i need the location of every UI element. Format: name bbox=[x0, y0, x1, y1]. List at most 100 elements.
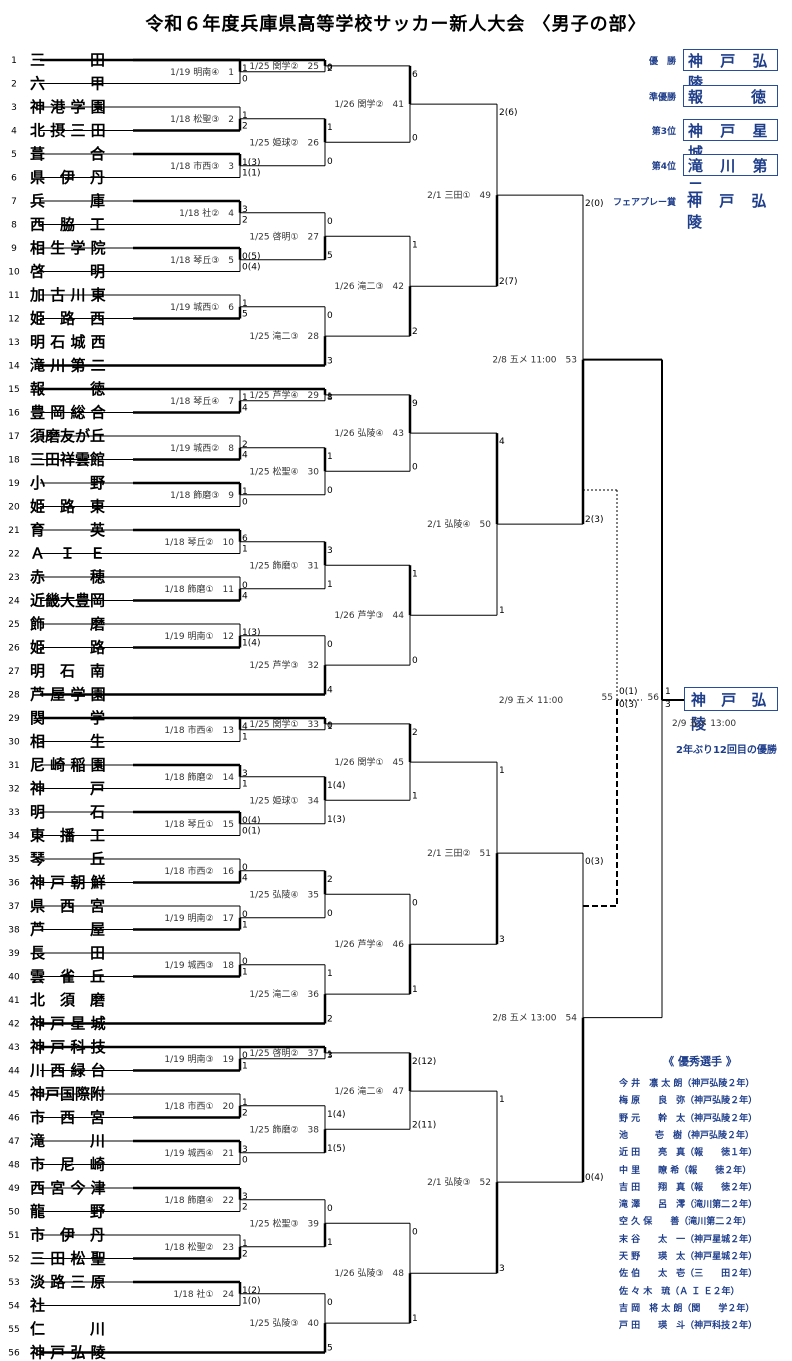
match-score-bottom: 0(4) bbox=[585, 1173, 603, 1183]
match-score-bottom: 1 bbox=[327, 1238, 333, 1248]
team-seed-number: 35 bbox=[8, 855, 19, 865]
match-score-top: 0 bbox=[327, 311, 333, 321]
team-seed-number: 52 bbox=[8, 1255, 19, 1265]
team-seed-number: 9 bbox=[11, 244, 17, 254]
best-player: 空 久 保 善（滝川第二２年） bbox=[619, 1217, 752, 1228]
match-score-top: 1 bbox=[412, 569, 418, 579]
match-info: 1/25 姫球② 26 bbox=[249, 136, 319, 148]
match-score-top: 0 bbox=[242, 1051, 248, 1061]
team-seed-number: 43 bbox=[8, 1043, 19, 1053]
match-info: 1/25 啓明② 37 bbox=[249, 1047, 319, 1059]
match-score-bottom: 1 bbox=[327, 392, 333, 402]
team-seed-number: 47 bbox=[8, 1137, 19, 1147]
best-player: 吉 田 翔 真（報 徳２年） bbox=[619, 1182, 758, 1193]
match-score-bottom: 4 bbox=[242, 451, 248, 461]
award-value-fourth: 滝 川 第 二 bbox=[683, 154, 778, 197]
match-score-top: 1(4) bbox=[327, 1110, 345, 1120]
final-score-top: 1 bbox=[665, 687, 671, 697]
match-score-top: 0 bbox=[242, 581, 248, 591]
champion-box: 神 戸 弘 陵 bbox=[684, 687, 778, 733]
team-seed-number: 33 bbox=[8, 808, 19, 818]
award-value-runnerup: 報 徳 bbox=[683, 85, 778, 107]
match-score-top: 2(0) bbox=[585, 199, 603, 209]
team-seed-number: 12 bbox=[8, 315, 19, 325]
match-score-bottom: 2 bbox=[242, 1250, 248, 1260]
match-score-top: 0(4) bbox=[242, 816, 260, 826]
team-seed-number: 15 bbox=[8, 385, 19, 395]
award-label-winner: 優 勝 bbox=[648, 57, 676, 67]
match-info: 2/1 弘陵③ 52 bbox=[427, 1177, 491, 1188]
team-seed-number: 39 bbox=[8, 949, 20, 959]
match-info: 1/18 松聖② 23 bbox=[164, 1241, 234, 1253]
match-score-bottom: 1(0) bbox=[242, 1297, 260, 1307]
match-score-bottom: 2 bbox=[242, 216, 248, 226]
team-name: 明 石 城 西 bbox=[30, 333, 106, 351]
best-player: 吉 岡 将 太 朗（関 学２年） bbox=[619, 1303, 755, 1314]
match-score-bottom: 1 bbox=[327, 580, 333, 590]
match-score-top: 3 bbox=[242, 1192, 248, 1202]
match-info: 1/25 飾磨① 31 bbox=[249, 559, 319, 571]
match-score-bottom: 1(4) bbox=[242, 639, 260, 649]
match-info: 1/18 飾磨② 14 bbox=[164, 771, 234, 783]
award-label-fourth: 第4位 bbox=[651, 162, 676, 172]
award-label-fairplay: フェアプレー賞 bbox=[612, 198, 676, 208]
match-info: 1/25 松聖④ 30 bbox=[249, 465, 319, 477]
match-info: 2/1 三田① 49 bbox=[427, 190, 491, 201]
page-title: 令和６年度兵庫県高等学校サッカー新人大会 〈男子の部〉 bbox=[145, 14, 647, 35]
match-info: 1/19 城西① 6 bbox=[170, 302, 234, 313]
match-score-bottom: 1 bbox=[412, 791, 418, 801]
match-info: 1/25 飾磨② 38 bbox=[249, 1123, 319, 1135]
match-info: 1/26 関学② 41 bbox=[334, 98, 404, 110]
team-seed-number: 46 bbox=[8, 1114, 20, 1124]
match-score-bottom: 0 bbox=[412, 656, 418, 666]
third-match-number: 55 bbox=[602, 693, 613, 703]
match-score-bottom: 4 bbox=[242, 874, 248, 884]
match-score-top: 3 bbox=[242, 1145, 248, 1155]
match-info: 1/18 市西② 16 bbox=[164, 865, 234, 877]
match-score-bottom: 4 bbox=[327, 686, 333, 696]
team-seed-number: 40 bbox=[8, 973, 20, 983]
match-info: 1/25 関学① 33 bbox=[249, 718, 319, 730]
match-score-top: 3 bbox=[242, 205, 248, 215]
team-seed-number: 55 bbox=[8, 1325, 19, 1335]
team-name: 仁 川 bbox=[30, 1320, 105, 1338]
best-player: 佐 々 木 琉（Ａ Ｉ Ｅ２年） bbox=[619, 1286, 740, 1297]
match-score-top: 2 bbox=[412, 728, 418, 738]
match-score-bottom: 3 bbox=[327, 357, 333, 367]
match-info: 1/25 関学② 25 bbox=[249, 60, 319, 72]
best-player: 今 井 凛 太 朗（神戸弘陵２年） bbox=[619, 1079, 755, 1089]
team-seed-number: 17 bbox=[8, 432, 19, 442]
best-players-title: 《 優秀選手 》 bbox=[663, 1055, 737, 1068]
match-score-bottom: 0 bbox=[327, 721, 333, 731]
match-score-top: 1(2) bbox=[242, 1286, 260, 1296]
match-score-top: 1 bbox=[242, 299, 248, 309]
team-seed-number: 45 bbox=[8, 1090, 19, 1100]
match-info: 2/1 弘陵④ 50 bbox=[427, 519, 491, 530]
match-score-top: 3 bbox=[242, 769, 248, 779]
match-info: 1/26 滝二④ 47 bbox=[334, 1086, 404, 1097]
team-seed-number: 21 bbox=[8, 526, 19, 536]
award-label-third: 第3位 bbox=[651, 127, 676, 137]
match-info: 1/18 市西④ 13 bbox=[164, 724, 234, 736]
match-info: 1/25 松聖③ 39 bbox=[249, 1217, 319, 1229]
match-score-top: 1 bbox=[242, 393, 248, 403]
team-seed-number: 18 bbox=[8, 456, 20, 466]
match-score-top: 2 bbox=[242, 440, 248, 450]
team-seed-number: 26 bbox=[8, 644, 20, 654]
team-seed-number: 38 bbox=[8, 926, 20, 936]
match-score-top: 3 bbox=[327, 1051, 333, 1061]
match-score-top: 9 bbox=[412, 399, 418, 409]
match-score-top: 1 bbox=[242, 111, 248, 121]
match-score-top: 6 bbox=[412, 70, 418, 80]
match-score-top: 1 bbox=[242, 64, 248, 74]
match-score-bottom: 2 bbox=[242, 1203, 248, 1213]
match-score-top: 1 bbox=[242, 487, 248, 497]
team-name: 社 bbox=[29, 1297, 45, 1315]
match-info: 1/25 弘陵④ 35 bbox=[249, 889, 319, 900]
match-score-bottom: 1 bbox=[242, 733, 248, 743]
best-player: 滝 澤 呂 澪（滝川第二２年） bbox=[619, 1200, 758, 1211]
best-player: 佐 伯 太 壱（三 田２年） bbox=[619, 1269, 758, 1280]
match-score-top: 4 bbox=[242, 722, 248, 732]
match-info: 2/1 三田② 51 bbox=[427, 848, 491, 859]
match-score-bottom: 0 bbox=[327, 909, 333, 919]
